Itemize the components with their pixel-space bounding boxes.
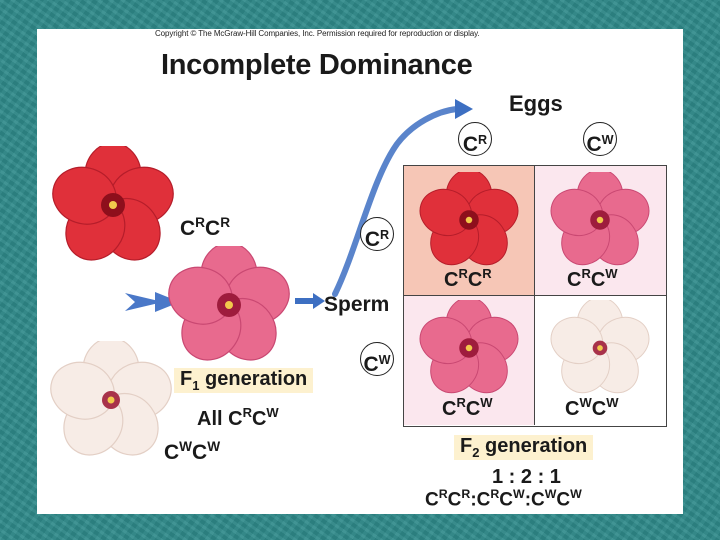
ratio-g2-sup2: W bbox=[570, 487, 582, 501]
sperm-allele-w-sup: W bbox=[378, 353, 391, 367]
parent-white-sup2: W bbox=[207, 439, 221, 454]
cell0-base1: C bbox=[444, 268, 459, 291]
f2-label-sub: 2 bbox=[472, 445, 480, 460]
sperm-allele-r-sup: R bbox=[380, 228, 390, 242]
punnett-ww-genotype: CWCW bbox=[565, 395, 618, 421]
parent-red-sup1: R bbox=[195, 215, 206, 230]
f1-label-rest: generation bbox=[199, 368, 308, 390]
punnett-cell-ww: CWCW bbox=[535, 296, 666, 425]
punnett-red-flower-icon bbox=[419, 172, 519, 266]
ratio-g1-base1: C bbox=[476, 489, 491, 511]
f1-geno-base1: C bbox=[228, 407, 243, 430]
egg-allele-r-base: C bbox=[462, 132, 479, 156]
parent-white-genotype: CWCW bbox=[164, 439, 220, 465]
copyright-notice: Copyright © The McGraw-Hill Companies, I… bbox=[155, 29, 480, 38]
ratio-separator-1: : bbox=[470, 489, 477, 511]
ratio-g1-sup1: R bbox=[490, 487, 500, 501]
parent-red-base2: C bbox=[205, 217, 221, 241]
cell1-base1: C bbox=[567, 268, 582, 291]
punnett-square: CRCR CRCW bbox=[403, 165, 667, 427]
ratio-g0-base1: C bbox=[425, 489, 439, 511]
arrow-to-eggs-icon bbox=[332, 99, 473, 297]
cell1-sup2: W bbox=[605, 266, 618, 281]
f2-ratio: 1 : 2 : 1 bbox=[492, 466, 561, 488]
punnett-pink-flower-icon bbox=[550, 172, 650, 266]
egg-allele-w: CW bbox=[583, 122, 617, 156]
ratio-g2-base2: C bbox=[556, 489, 571, 511]
punnett-white-flower-icon bbox=[550, 300, 650, 394]
parent-red-base1: C bbox=[180, 217, 196, 241]
parent-red-flower-icon bbox=[51, 146, 175, 264]
f1-label-base: F bbox=[180, 368, 193, 390]
punnett-rw-bottom-genotype: CRCW bbox=[442, 395, 493, 421]
f1-geno-base2: C bbox=[251, 407, 267, 430]
f1-geno-sup2: W bbox=[266, 405, 279, 420]
f2-label-rest: generation bbox=[479, 435, 588, 457]
cell1-base2: C bbox=[590, 268, 606, 291]
cell0-base2: C bbox=[467, 268, 483, 291]
parent-white-base1: C bbox=[164, 441, 180, 465]
ratio-g0-sup2: R bbox=[461, 487, 471, 501]
cell3-base2: C bbox=[591, 397, 607, 420]
ratio-g1-base2: C bbox=[499, 489, 514, 511]
egg-allele-r-sup: R bbox=[478, 133, 488, 147]
punnett-rw-top-genotype: CRCW bbox=[567, 266, 618, 292]
ratio-g1-sup2: W bbox=[513, 487, 525, 501]
f1-all-text: All bbox=[197, 407, 229, 430]
egg-allele-w-base: C bbox=[586, 132, 602, 156]
cell1-sup1: R bbox=[581, 266, 591, 281]
sperm-allele-r-base: C bbox=[364, 227, 381, 251]
f2-generation-label: F2 generation bbox=[454, 435, 594, 460]
f1-geno-sup1: R bbox=[242, 405, 252, 420]
parent-white-sup1: W bbox=[179, 439, 193, 454]
punnett-cell-rw-top: CRCW bbox=[535, 166, 666, 296]
cell2-sup1: R bbox=[456, 395, 466, 410]
parent-red-sup2: R bbox=[220, 215, 231, 230]
punnett-cell-rw-bottom: CRCW bbox=[404, 296, 535, 425]
ratio-g2-base1: C bbox=[531, 489, 545, 511]
eggs-label: Eggs bbox=[509, 91, 563, 116]
punnett-cell-rr: CRCR bbox=[404, 166, 535, 296]
egg-allele-r: CR bbox=[458, 122, 492, 156]
sperm-allele-w-base: C bbox=[363, 352, 379, 376]
cell0-sup2: R bbox=[482, 266, 492, 281]
ratio-g2-sup1: W bbox=[544, 487, 557, 501]
f2-label-base: F bbox=[460, 435, 473, 457]
sperm-allele-r: CR bbox=[360, 217, 394, 251]
ratio-g0-sup1: R bbox=[438, 487, 448, 501]
parent-white-flower-icon bbox=[49, 341, 173, 459]
ratio-separator-2: : bbox=[524, 489, 532, 511]
f1-pink-flower-icon bbox=[167, 246, 291, 364]
f1-label-sub: 1 bbox=[192, 378, 200, 393]
punnett-rr-genotype: CRCR bbox=[444, 266, 492, 292]
cell2-base1: C bbox=[442, 397, 457, 420]
f2-ratio-genotypes: CRCR:CRCW:CWCW bbox=[425, 487, 582, 511]
sperm-label: Sperm bbox=[324, 293, 390, 316]
arrow-into-f1-icon bbox=[125, 292, 180, 312]
cell0-sup1: R bbox=[458, 266, 468, 281]
slide: Copyright © The McGraw-Hill Companies, I… bbox=[37, 29, 683, 514]
f1-all-genotype: All CRCW bbox=[197, 405, 279, 431]
egg-allele-w-sup: W bbox=[601, 133, 614, 147]
f1-generation-label: F1 generation bbox=[174, 368, 314, 393]
cell3-sup2: W bbox=[606, 395, 619, 410]
cell2-base2: C bbox=[465, 397, 481, 420]
ratio-g0-base2: C bbox=[447, 489, 462, 511]
cell2-sup2: W bbox=[480, 395, 493, 410]
slide-title: Incomplete Dominance bbox=[161, 49, 473, 81]
arrow-to-sperm-icon bbox=[295, 293, 325, 309]
punnett-pink-flower-icon bbox=[419, 300, 519, 394]
parent-red-genotype: CRCR bbox=[180, 215, 230, 241]
cell3-sup1: W bbox=[579, 395, 592, 410]
sperm-allele-w: CW bbox=[360, 342, 394, 376]
parent-white-base2: C bbox=[192, 441, 208, 465]
cell3-base1: C bbox=[565, 397, 580, 420]
